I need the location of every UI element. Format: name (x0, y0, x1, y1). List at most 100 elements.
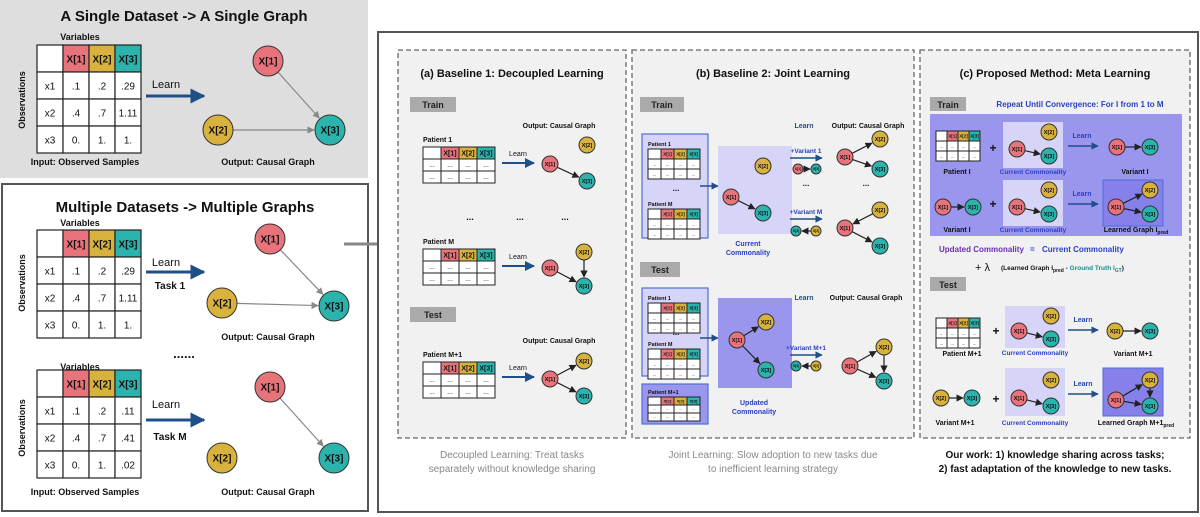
table-cell-text: .2 (98, 407, 107, 418)
learn-label: Learn (509, 254, 527, 261)
table-cell-text: .41 (121, 434, 135, 445)
patientM1-table: X[1]X[2]X[3]........................ (647, 396, 701, 422)
graph-edge (1122, 193, 1143, 204)
causal-graph-taskM: X[1]X[2]X[3] (206, 371, 350, 474)
table-cell-text: ... (666, 221, 670, 226)
variant1-mini-graph: X[1]X[3] (792, 163, 822, 175)
graph-node-x1 (836, 148, 854, 166)
table-corner-cell (36, 44, 64, 73)
graph-edge (852, 213, 874, 225)
table-cell-text: ... (962, 330, 966, 335)
table-cell-text: ... (962, 143, 966, 148)
learn-label: Learn (1072, 133, 1091, 140)
graph-node-label: X[2] (209, 126, 228, 137)
learn-label: Learn (794, 123, 813, 130)
table-cell-text: ... (429, 264, 435, 271)
graph-node-x1 (252, 45, 284, 77)
table-cell-text: ... (666, 414, 669, 419)
variantI-label: Variant I (1121, 169, 1148, 176)
table-header-text: X[3] (690, 398, 698, 403)
test-badge (410, 307, 456, 322)
graph-node-label: X[2] (1145, 188, 1156, 194)
learned-graph-M1: X[1]X[2]X[3] (1107, 371, 1159, 415)
table-cell-text: ... (465, 389, 471, 396)
multiple-datasets-panel: Multiple Datasets -> Multiple Graphs Var… (1, 183, 369, 512)
panel-b-joint: (b) Baseline 2: Joint Learning Train Lea… (631, 49, 915, 475)
table-header-text: X[1] (664, 398, 672, 403)
lambda-term: + λ (975, 262, 990, 274)
table-header-text: X[3] (970, 134, 979, 139)
table-cell-text: x3 (45, 136, 56, 147)
table-cell-text: ... (465, 264, 471, 271)
graph-edge (279, 249, 324, 295)
patient1-table: X[1]X[2]X[3]........................ (422, 146, 496, 184)
output-graph-1: X[1]X[2]X[3] (836, 130, 889, 178)
table-header-text: X[2] (676, 152, 685, 157)
panel-c-caption: 2) fast adaptation of the knowledge to n… (939, 464, 1172, 475)
table-cell-text: ... (679, 161, 683, 166)
patientM-label: Patient M (648, 202, 673, 208)
plus-sign: + (992, 392, 999, 406)
current-commonality-graph: X[1]X[2]X[3] (1008, 123, 1058, 165)
graph-node-label: X[3] (1145, 329, 1156, 335)
learn-label: Learn (152, 257, 180, 269)
patientM-label: Patient M (648, 342, 673, 348)
graph-node-x1 (254, 223, 286, 255)
graph-node-x1 (934, 198, 952, 216)
table-header-text: X[2] (959, 321, 968, 326)
table-cell-text: ... (692, 361, 696, 366)
graph-edge (556, 271, 577, 283)
graph-node-x3 (810, 163, 822, 175)
variantI-label: Variant I (943, 227, 970, 234)
table-cell-text: .02 (121, 461, 135, 472)
graph-node-label: X[3] (1046, 404, 1057, 410)
table-cell-text: .7 (98, 294, 107, 305)
learned-graph-label: Learned Graph M+1pred (1098, 420, 1174, 429)
updated-commonality-label: Updated Commonality (939, 245, 1024, 254)
graph-edge (737, 200, 756, 210)
table-cell-text: ... (692, 171, 696, 176)
variantM1-graph: X[2]X[3] (1106, 322, 1159, 340)
current-commonality-graph: X[1]X[2]X[3] (1010, 307, 1060, 348)
causal-graph: X[1]X[2]X[3] (202, 45, 346, 146)
table-header-cell (114, 369, 142, 398)
graph-node-label: X[2] (1046, 378, 1057, 384)
graph-edge (556, 382, 577, 393)
table-cell-text: ... (447, 276, 453, 283)
learn-label: Learn (509, 151, 527, 158)
graph-node-x1 (541, 155, 559, 173)
graph-node-label: X[1] (938, 205, 949, 211)
table-header-cell (114, 44, 142, 73)
table-cell-text: ... (483, 162, 489, 169)
table-header-text: X[2] (461, 365, 474, 372)
train-badge (930, 97, 966, 111)
table-header-text: X[3] (119, 240, 138, 251)
table-cell-text: ... (940, 330, 944, 335)
graph-node-label: X[3] (1046, 337, 1057, 343)
graph-node-x3 (757, 361, 775, 379)
graph-node-x2 (206, 287, 238, 319)
table-corner-cell (647, 348, 662, 360)
graph-node-label: X[1] (1014, 329, 1025, 335)
table-cell-text: ... (447, 162, 453, 169)
table-cell-text: ... (429, 389, 435, 396)
panel-b-caption: to inefficient learning strategy (708, 464, 838, 475)
table-header-text: X[3] (119, 380, 138, 391)
table-cell-text: ... (666, 406, 669, 411)
table-cell (88, 98, 116, 127)
patient1-label: Patient 1 (423, 137, 452, 144)
table-cell-text: ... (692, 315, 696, 320)
table-cell-text: x2 (45, 294, 56, 305)
graph-node-x1 (1107, 198, 1125, 216)
graph-node-x3 (871, 160, 889, 178)
table-cell-text: ... (692, 414, 695, 419)
formula-difference: (Learned Graph Ipred - Ground Truth IGT) (1001, 265, 1124, 274)
graph-node-x3 (1141, 322, 1159, 340)
graph-node-label: X[3] (875, 167, 886, 173)
panel-a-caption: separately without knowledge sharing (429, 464, 596, 475)
graph-node-label: X[2] (761, 320, 772, 326)
current-commonality-label: Current (735, 241, 761, 248)
graph-node-label: X[1] (1012, 205, 1023, 211)
